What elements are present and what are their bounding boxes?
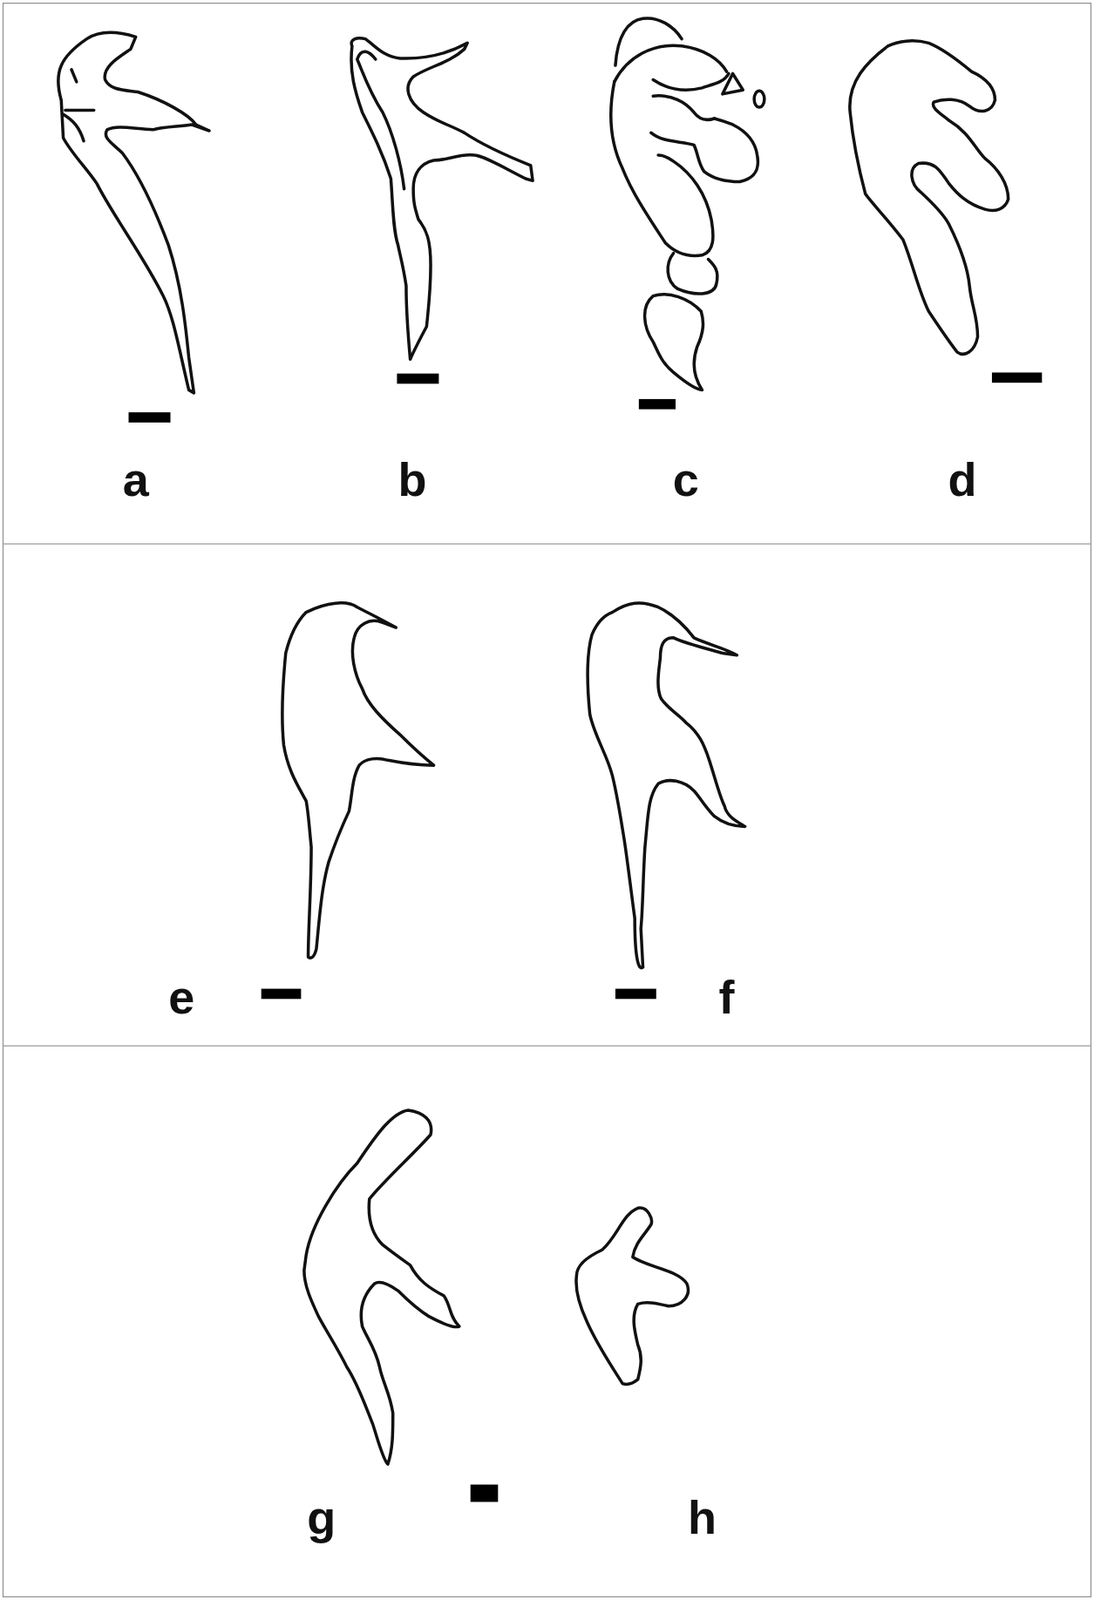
scale-bar <box>638 399 676 410</box>
panel-letter: h <box>687 1494 717 1542</box>
outline-d <box>849 40 1009 354</box>
panel-letter: f <box>719 973 735 1021</box>
panel-frame <box>3 3 1092 1598</box>
scale-bar <box>396 373 439 385</box>
scale-bar <box>992 372 1042 383</box>
scale-bars <box>129 372 1043 1502</box>
outline-b <box>351 38 533 360</box>
panel-letter: g <box>306 1494 336 1542</box>
outline-f <box>587 603 745 969</box>
panel-letter: a <box>122 455 150 503</box>
outline-a <box>58 32 210 394</box>
panel-letter: e <box>168 973 195 1021</box>
panel-letter: b <box>397 455 427 503</box>
scale-bar <box>129 412 171 423</box>
outline-h <box>576 1208 688 1386</box>
outline-g <box>304 1110 460 1465</box>
scale-bar <box>261 989 302 1000</box>
scale-bar <box>615 989 657 1000</box>
panel-letter: c <box>672 455 700 503</box>
outline-e <box>282 603 435 959</box>
panel-letter: d <box>947 455 977 503</box>
scale-bar <box>470 1485 499 1503</box>
outline-c <box>611 18 765 390</box>
